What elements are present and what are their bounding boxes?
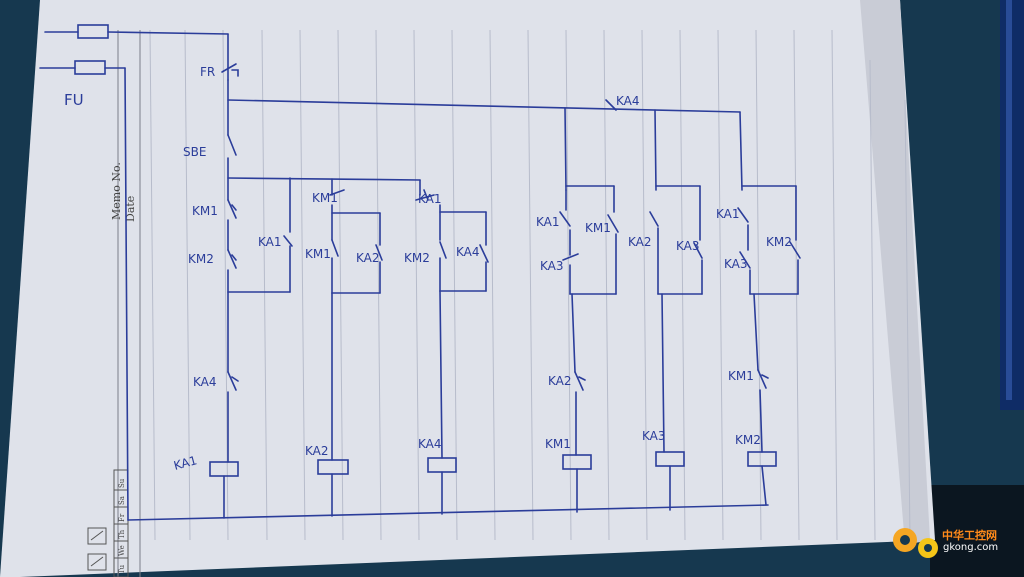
label-c4-km1: KM1	[585, 221, 611, 235]
label-sbe: SBE	[183, 145, 206, 159]
day-tu: Tu	[118, 564, 126, 574]
label-c4-ka3: KA3	[540, 259, 564, 273]
label-km2-coil: KM2	[735, 433, 761, 447]
memo-no-label: Memo No.	[110, 162, 123, 220]
date-label: Date	[124, 196, 137, 222]
label-km2: KM2	[188, 252, 214, 266]
label-c3-km2: KM2	[404, 251, 430, 265]
label-top-ka4: KA4	[616, 94, 640, 108]
label-c6-ka1: KA1	[716, 207, 740, 221]
label-c2-km1b: KM1	[305, 247, 331, 261]
label-ka3-coil: KA3	[642, 429, 666, 443]
watermark-brand: 中华工控网	[942, 529, 997, 542]
label-c2-ka1: KA1	[258, 235, 282, 249]
label-c4-ka2: KA2	[548, 374, 572, 388]
day-sa: Sa	[118, 496, 126, 505]
label-c3-ka4: KA4	[456, 245, 480, 259]
label-c6-km2: KM2	[766, 235, 792, 249]
watermark-gear-icon	[893, 528, 938, 558]
label-c4-ka1: KA1	[536, 215, 560, 229]
label-c6-ka3: KA3	[724, 257, 748, 271]
label-c5-ka2: KA2	[628, 235, 652, 249]
ruled-lines	[149, 29, 911, 541]
label-km1: KM1	[192, 204, 218, 218]
watermark-url: gkong.com	[943, 542, 999, 553]
day-we: We	[118, 545, 126, 556]
label-c2-km1: KM1	[312, 191, 338, 205]
label-fu: FU	[64, 91, 84, 109]
label-ka2-coil: KA2	[305, 444, 329, 458]
notebook-page	[0, 0, 935, 577]
label-km1-coil: KM1	[545, 437, 571, 451]
weather-icon-1	[87, 527, 107, 545]
coil-ka2	[317, 459, 349, 475]
label-c2-ka2: KA2	[356, 251, 380, 265]
label-ka4-coil: KA4	[418, 437, 442, 451]
weather-icon-2	[87, 553, 107, 571]
label-c6-km1: KM1	[728, 369, 754, 383]
label-ka1-coil: KA1	[172, 453, 198, 473]
day-th: Th	[118, 529, 126, 539]
circuit-diagram	[39, 24, 801, 521]
label-c3-ka1: KA1	[418, 192, 442, 206]
label-c5-ka3: KA3	[676, 239, 700, 253]
day-fr: Fr	[118, 513, 126, 522]
label-fr: FR	[200, 65, 215, 79]
day-boxes	[113, 469, 129, 577]
label-ka4-main: KA4	[193, 375, 217, 389]
day-su: Su	[118, 478, 126, 488]
